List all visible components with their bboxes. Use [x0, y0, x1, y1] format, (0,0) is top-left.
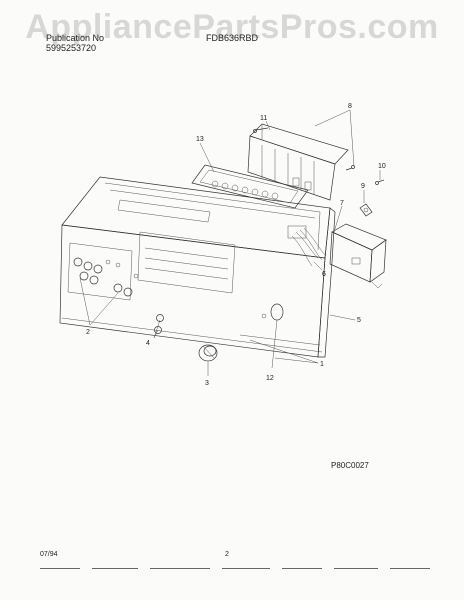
- control-panel: [59, 176, 336, 358]
- publication-number: 5995253720: [46, 43, 97, 53]
- callout-2: 2: [86, 329, 90, 336]
- callout-5: 5: [357, 317, 361, 324]
- footer-rule: [40, 568, 80, 569]
- callout-10: 10: [378, 163, 386, 170]
- knob-shaft-opening: [261, 303, 284, 321]
- footer-rule: [282, 568, 322, 569]
- callout-7: 7: [340, 200, 344, 207]
- callout-3: 3: [205, 380, 209, 387]
- watermark: AppliancePartsPros.com: [25, 8, 439, 46]
- footer-rule: [150, 568, 210, 569]
- mounting-screw: [375, 179, 385, 185]
- callout-6: 6: [322, 271, 326, 278]
- switch-bracket: [191, 164, 309, 209]
- callout-9: 9: [361, 183, 365, 190]
- callout-4: 4: [146, 340, 150, 347]
- model-number: FDB636RBD: [206, 33, 259, 43]
- footer-rule: [92, 568, 138, 569]
- switch-housing: [247, 123, 349, 201]
- mounting-clip: [359, 203, 373, 217]
- callout-labels: 8 11 13 10 9 7 6 5 2 4 3 12 1: [86, 103, 386, 387]
- control-module: [329, 223, 387, 289]
- footer-rule: [222, 568, 270, 569]
- callout-13: 13: [196, 136, 204, 143]
- callout-1: 1: [320, 361, 324, 368]
- footer-rule: [390, 568, 430, 569]
- diagram-code: P80C0027: [331, 461, 369, 470]
- footer-page-number: 2: [225, 551, 229, 558]
- footer-date: 07/94: [40, 551, 58, 558]
- callout-8: 8: [348, 103, 352, 110]
- screws: [253, 127, 355, 171]
- wire-harness: [287, 225, 327, 267]
- callout-11: 11: [260, 115, 267, 122]
- leader-lines: [79, 109, 381, 376]
- push-buttons: [73, 257, 139, 297]
- footer-rule: [334, 568, 378, 569]
- publication-label: Publication No: [46, 33, 105, 43]
- control-knob: [198, 344, 218, 362]
- callout-12: 12: [266, 375, 274, 382]
